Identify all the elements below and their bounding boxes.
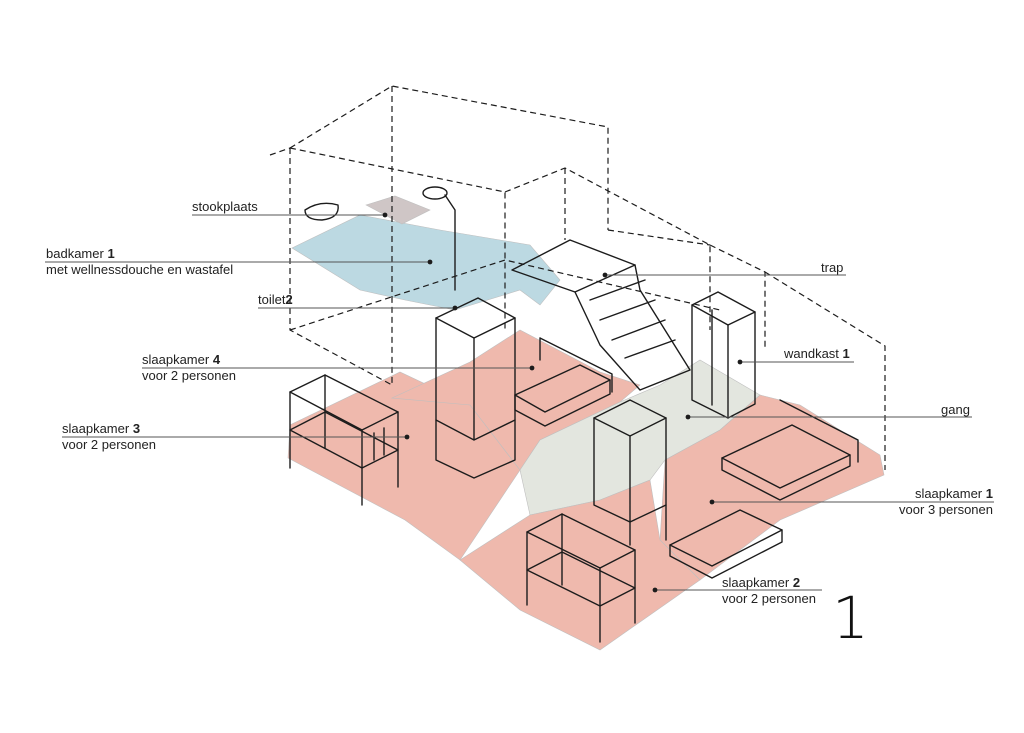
label-wandkast-number: 1 — [842, 346, 850, 361]
label-slaapkamer-3-number: 3 — [132, 421, 141, 436]
stove-plate — [365, 195, 431, 225]
label-slaapkamer-1-sub: voor 3 personen — [899, 502, 993, 517]
label-slaapkamer-1-number: 1 — [985, 486, 993, 501]
label-trap-text: trap — [821, 260, 844, 275]
label-gang: gang — [941, 402, 970, 418]
label-wandkast-name: wandkast — [784, 346, 839, 361]
floor-slaapkamer-4 — [390, 329, 641, 471]
label-toilet-name: toilet — [258, 292, 286, 307]
bed-slaapkamer-1 — [669, 399, 859, 579]
label-slaapkamer-2: slaapkamer 2 voor 2 personen — [722, 575, 816, 607]
label-slaapkamer-4-name: slaapkamer — [142, 352, 210, 367]
label-stookplaats: stookplaats — [192, 199, 258, 215]
label-badkamer-number: 1 — [107, 246, 115, 261]
label-slaapkamer-2-sub: voor 2 personen — [722, 591, 816, 606]
label-slaapkamer-3-sub: voor 2 personen — [62, 437, 156, 452]
floor-badkamer — [291, 214, 561, 311]
label-slaapkamer-2-number: 2 — [792, 575, 801, 590]
central-column — [593, 399, 667, 546]
label-badkamer-name: badkamer — [46, 246, 104, 261]
wandkast-cabinet — [691, 291, 756, 419]
label-trap: trap — [821, 260, 843, 276]
label-badkamer-sub: met wellnessdouche en wastafel — [46, 262, 234, 277]
label-toilet-number: 2 — [285, 292, 293, 307]
trap-stairs — [511, 239, 691, 391]
label-slaapkamer-3: slaapkamer 3 voor 2 personen — [62, 421, 156, 453]
label-slaapkamer-2-name: slaapkamer — [722, 575, 790, 590]
bunk-bed-slaapkamer-3 — [289, 374, 399, 506]
label-slaapkamer-4-sub: voor 2 personen — [142, 368, 236, 383]
label-slaapkamer-4: slaapkamer 4 voor 2 personen — [142, 352, 236, 384]
toilet-block — [435, 297, 516, 479]
label-toilet: toilet2 — [258, 292, 293, 308]
label-stookplaats-text: stookplaats — [192, 199, 258, 214]
label-slaapkamer-1: slaapkamer 1 voor 3 personen — [880, 486, 993, 518]
dashed-volume-outline — [269, 85, 886, 470]
label-slaapkamer-1-name: slaapkamer — [914, 486, 983, 501]
label-gang-text: gang — [941, 402, 970, 417]
label-slaapkamer-3-name: slaapkamer — [62, 421, 130, 436]
wellness-shower — [422, 186, 456, 291]
wastafel-sink — [304, 202, 339, 221]
label-wandkast: wandkast 1 — [784, 346, 850, 362]
leader-lines — [45, 212, 994, 593]
figure-number: 1 — [832, 584, 869, 652]
label-slaapkamer-4-number: 4 — [212, 352, 221, 367]
label-badkamer: badkamer 1 met wellnessdouche en wastafe… — [46, 246, 233, 278]
floor-slaapkamer-2 — [459, 479, 701, 651]
bunk-bed-slaapkamer-2 — [526, 513, 636, 643]
